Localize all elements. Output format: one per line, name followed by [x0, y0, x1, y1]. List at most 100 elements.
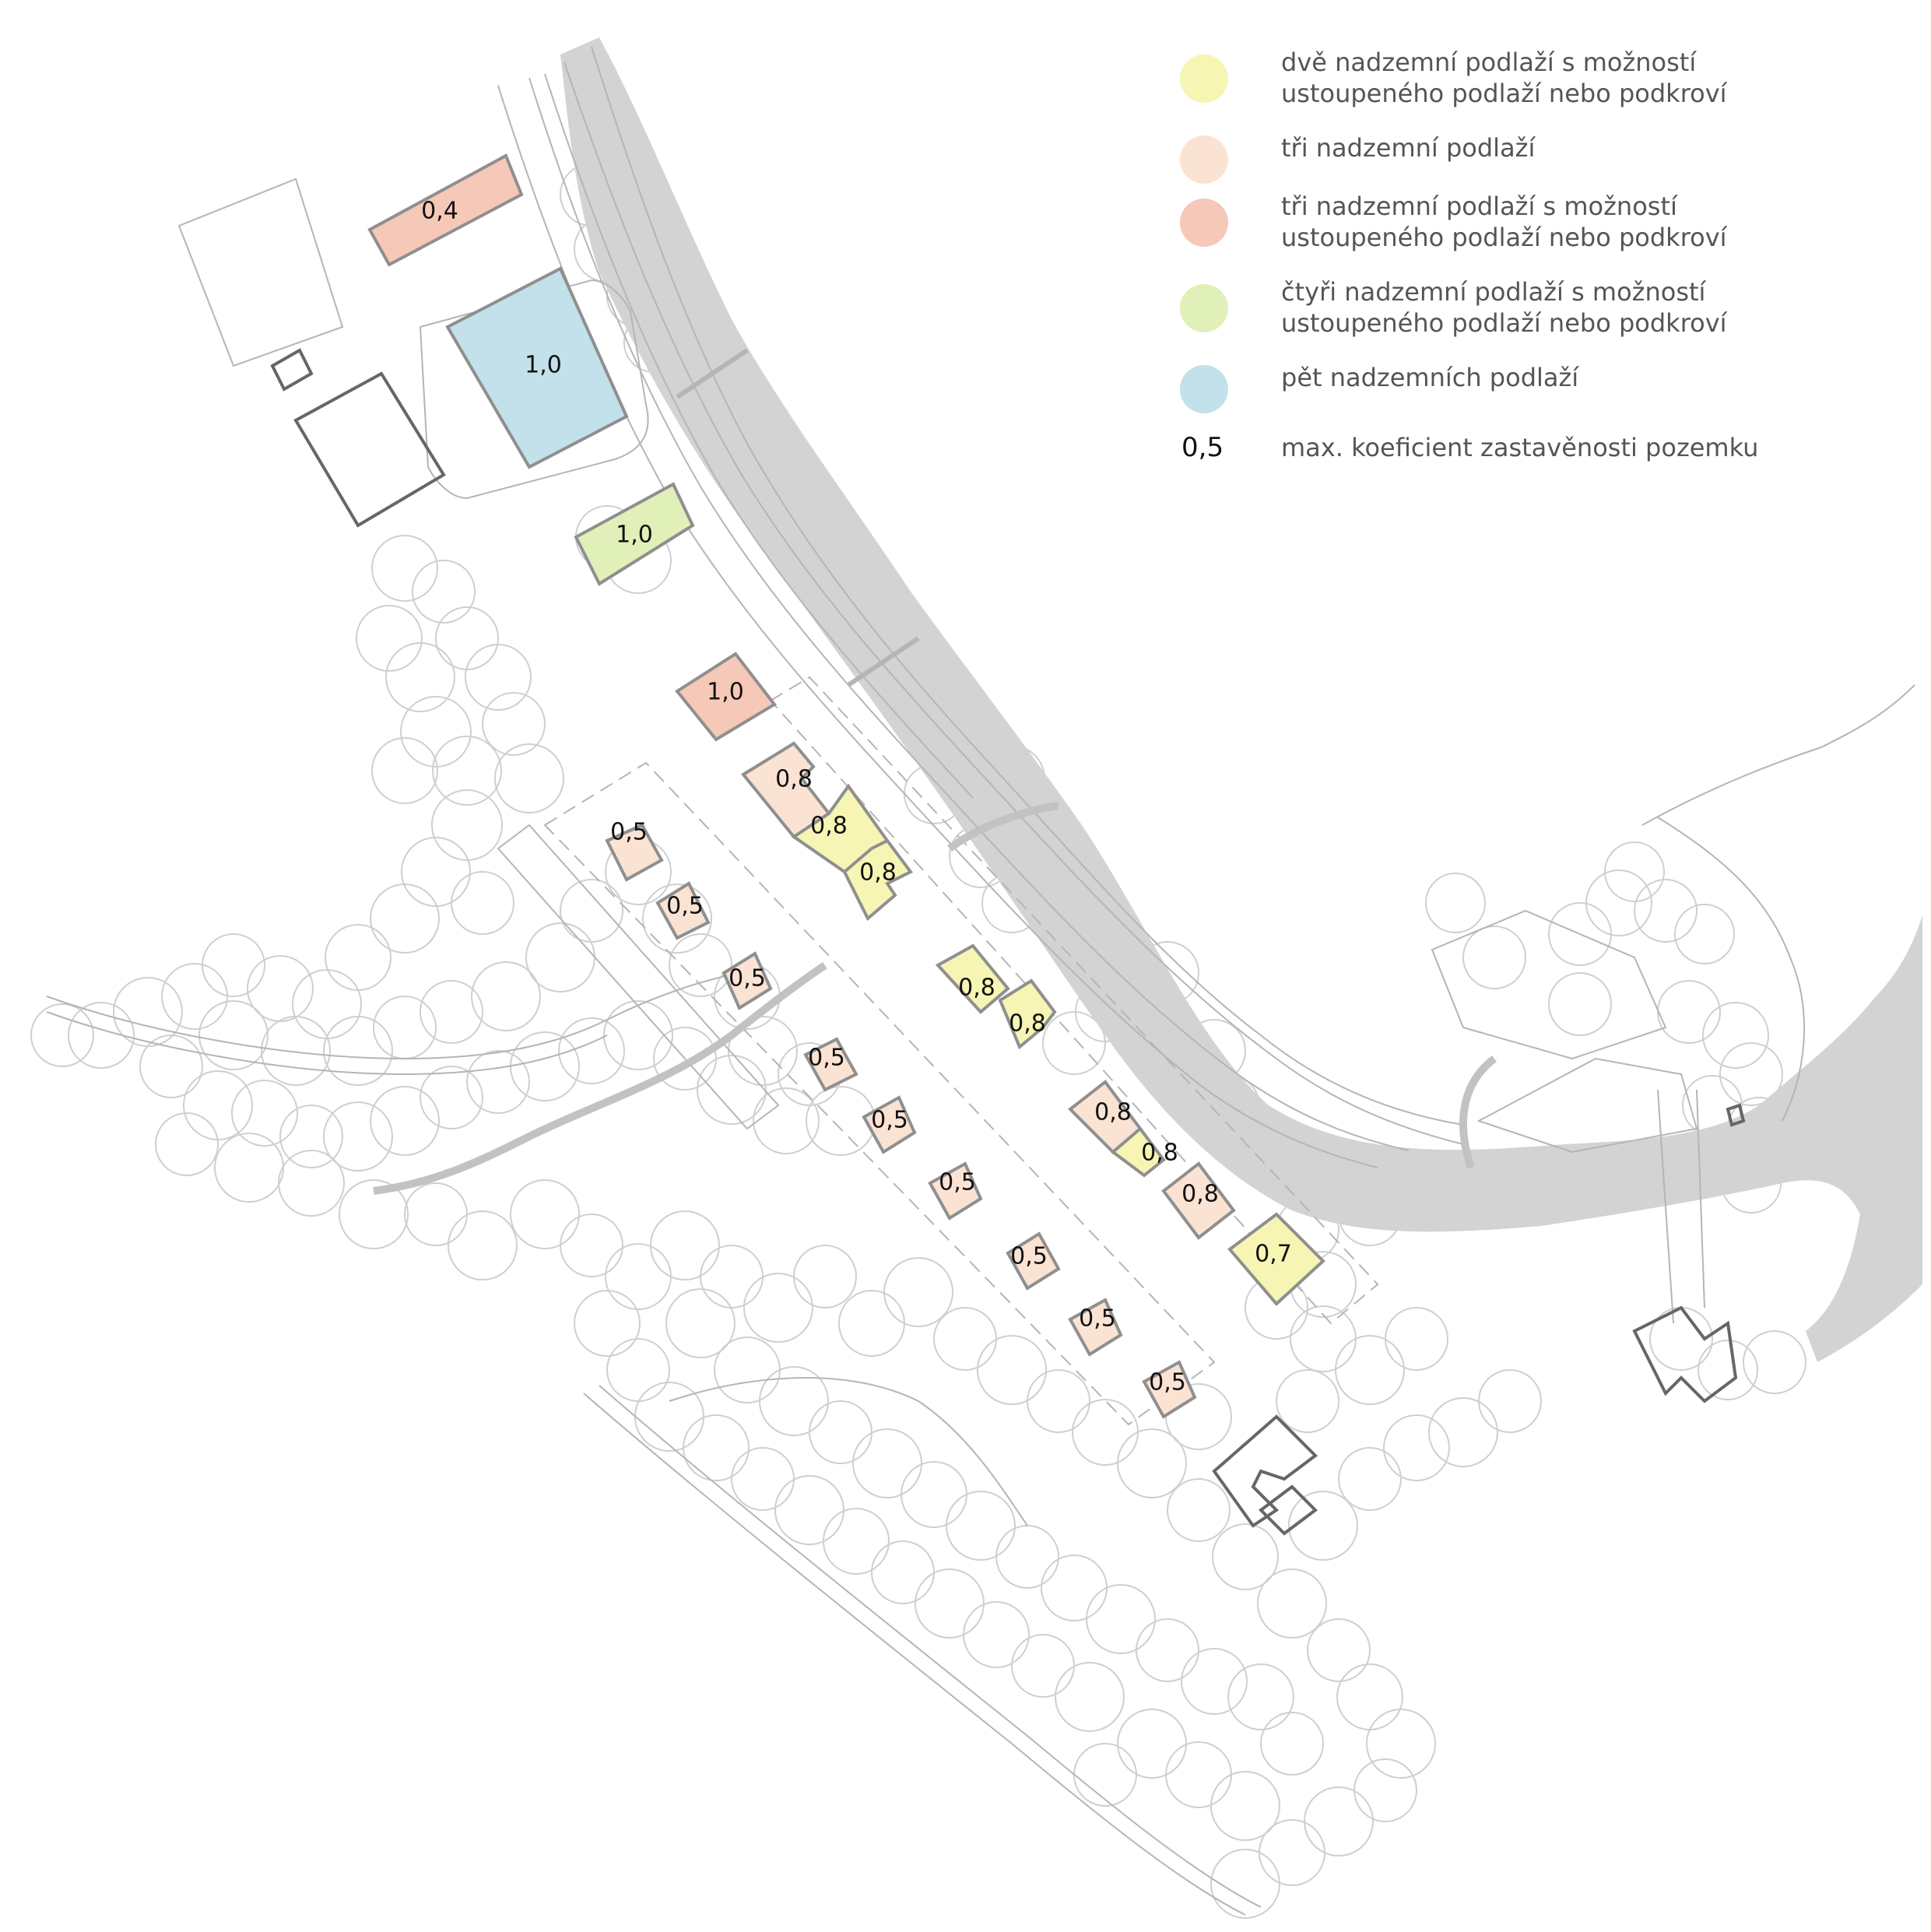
legend-item: pět nadzemních podlaží	[1167, 362, 1790, 424]
existing-buildings	[270, 348, 1746, 1536]
tree-canopy	[731, 1447, 795, 1511]
development-plots: 0,41,01,01,00,80,80,80,80,80,80,80,80,70…	[367, 153, 1325, 1419]
tree-canopy	[883, 1257, 953, 1327]
tree-canopy	[1335, 1335, 1405, 1405]
tree-canopy	[1604, 841, 1665, 902]
tree-canopy	[1167, 1478, 1231, 1542]
tree-canopy	[370, 883, 440, 954]
legend-swatch	[1180, 365, 1228, 413]
plot-coefficient-label: 0,5	[610, 819, 648, 846]
tree-canopy	[1385, 1307, 1448, 1371]
west-grey-path	[373, 961, 827, 1195]
roads	[46, 46, 1915, 1916]
tree-canopy	[653, 1027, 717, 1091]
tree-canopy	[1428, 1397, 1498, 1467]
plot: 0,5	[928, 1161, 983, 1221]
tree-canopy	[1698, 1340, 1758, 1400]
plot-shape	[605, 823, 664, 882]
tree-canopy	[231, 1080, 298, 1147]
tree-canopy	[1276, 1369, 1339, 1433]
plot-coefficient-label: 0,8	[810, 813, 848, 840]
plot-coefficient-label: 0,8	[958, 975, 995, 1002]
plot-shape	[1068, 1298, 1123, 1357]
tree-canopy	[279, 1105, 343, 1168]
tree-canopy	[1336, 1663, 1403, 1730]
legend-label: pět nadzemních podlaží	[1281, 362, 1578, 393]
plot-shape	[842, 838, 914, 922]
tree-canopy	[1041, 1554, 1108, 1621]
plot-shape	[928, 1161, 983, 1221]
plot: 1,0	[445, 266, 629, 469]
tree-canopy	[743, 1273, 813, 1343]
plot: 0,5	[655, 881, 711, 940]
tree-canopy	[432, 736, 502, 806]
plot: 0,5	[862, 1095, 917, 1154]
tree-canopy	[1290, 1305, 1357, 1372]
tree-canopy	[1073, 1743, 1137, 1807]
tree-canopy	[1165, 1741, 1232, 1808]
south-loop	[669, 1377, 1028, 1526]
plot: 0,8	[935, 943, 1010, 1014]
plot-shape	[1161, 1161, 1236, 1240]
plot-shape	[1110, 1126, 1166, 1178]
tree-canopy	[525, 922, 595, 992]
plot-coefficient-label: 0,5	[871, 1107, 908, 1134]
tree-canopy	[278, 1150, 345, 1217]
plot: 0,8	[842, 838, 914, 922]
tree-canopy	[261, 1016, 331, 1086]
dashed-lots-west	[543, 761, 1216, 1426]
tree-canopy	[683, 1414, 750, 1481]
tree-canopy	[1181, 1648, 1248, 1715]
east-road	[1641, 684, 1915, 826]
tree-canopy	[1011, 1634, 1075, 1698]
tree-canopy	[838, 1290, 905, 1357]
tree-canopy	[606, 1338, 670, 1402]
plaza	[419, 279, 649, 500]
side-road-a	[544, 73, 974, 799]
tree-canopy	[605, 1243, 672, 1310]
west-path-2	[46, 1011, 608, 1076]
plot-shape	[675, 652, 777, 742]
tree-canopy	[183, 1070, 253, 1140]
tree-canopy	[871, 1540, 935, 1604]
tree-canopy	[774, 1475, 844, 1545]
tree-canopy	[431, 789, 503, 861]
plot: 0,5	[803, 1037, 858, 1092]
legend-coefficient-value: 0,5	[1181, 432, 1224, 463]
tree-canopy	[1719, 1042, 1783, 1106]
tree-canopy	[247, 955, 314, 1022]
tree-canopy	[669, 933, 732, 997]
legend-label-line: tři nadzemní podlaží	[1281, 133, 1536, 163]
plot-shape	[1006, 1231, 1061, 1291]
tree-canopy	[793, 1245, 857, 1308]
plot-coefficient-label: 0,8	[1009, 1010, 1046, 1038]
east-road-3	[1696, 1089, 1705, 1308]
tree-canopy	[465, 644, 532, 711]
tree-canopy	[1042, 1011, 1106, 1075]
plot-coefficient-label: 0,5	[1079, 1305, 1116, 1333]
tree-canopy	[1055, 1662, 1125, 1732]
legend-label-line: ustoupeného podlaží nebo podkroví	[1281, 79, 1727, 108]
tree-canopy	[728, 1016, 798, 1086]
south-path	[583, 1393, 1246, 1916]
plot-coefficient-label: 0,8	[1141, 1140, 1178, 1167]
tree-canopy	[759, 1366, 829, 1436]
building-east-tiny	[1726, 1103, 1746, 1127]
tree-canopy	[323, 1016, 393, 1086]
tree-canopy	[650, 1210, 720, 1280]
side-road-b	[564, 61, 1464, 1145]
plot-shape	[998, 978, 1057, 1050]
plot: 0,8	[1110, 1126, 1178, 1178]
tree-canopy	[471, 961, 541, 1031]
plot: 0,5	[1006, 1231, 1061, 1291]
tree-canopy	[1634, 879, 1698, 943]
plot-coefficient-label: 1,0	[525, 352, 562, 379]
legend-swatch	[1180, 54, 1228, 103]
tree-canopy	[1212, 1523, 1279, 1590]
tree-canopy	[1585, 869, 1652, 936]
tree-canopy	[809, 1400, 872, 1464]
plot: 0,8	[1161, 1161, 1236, 1240]
plot-shape	[1142, 1360, 1197, 1419]
